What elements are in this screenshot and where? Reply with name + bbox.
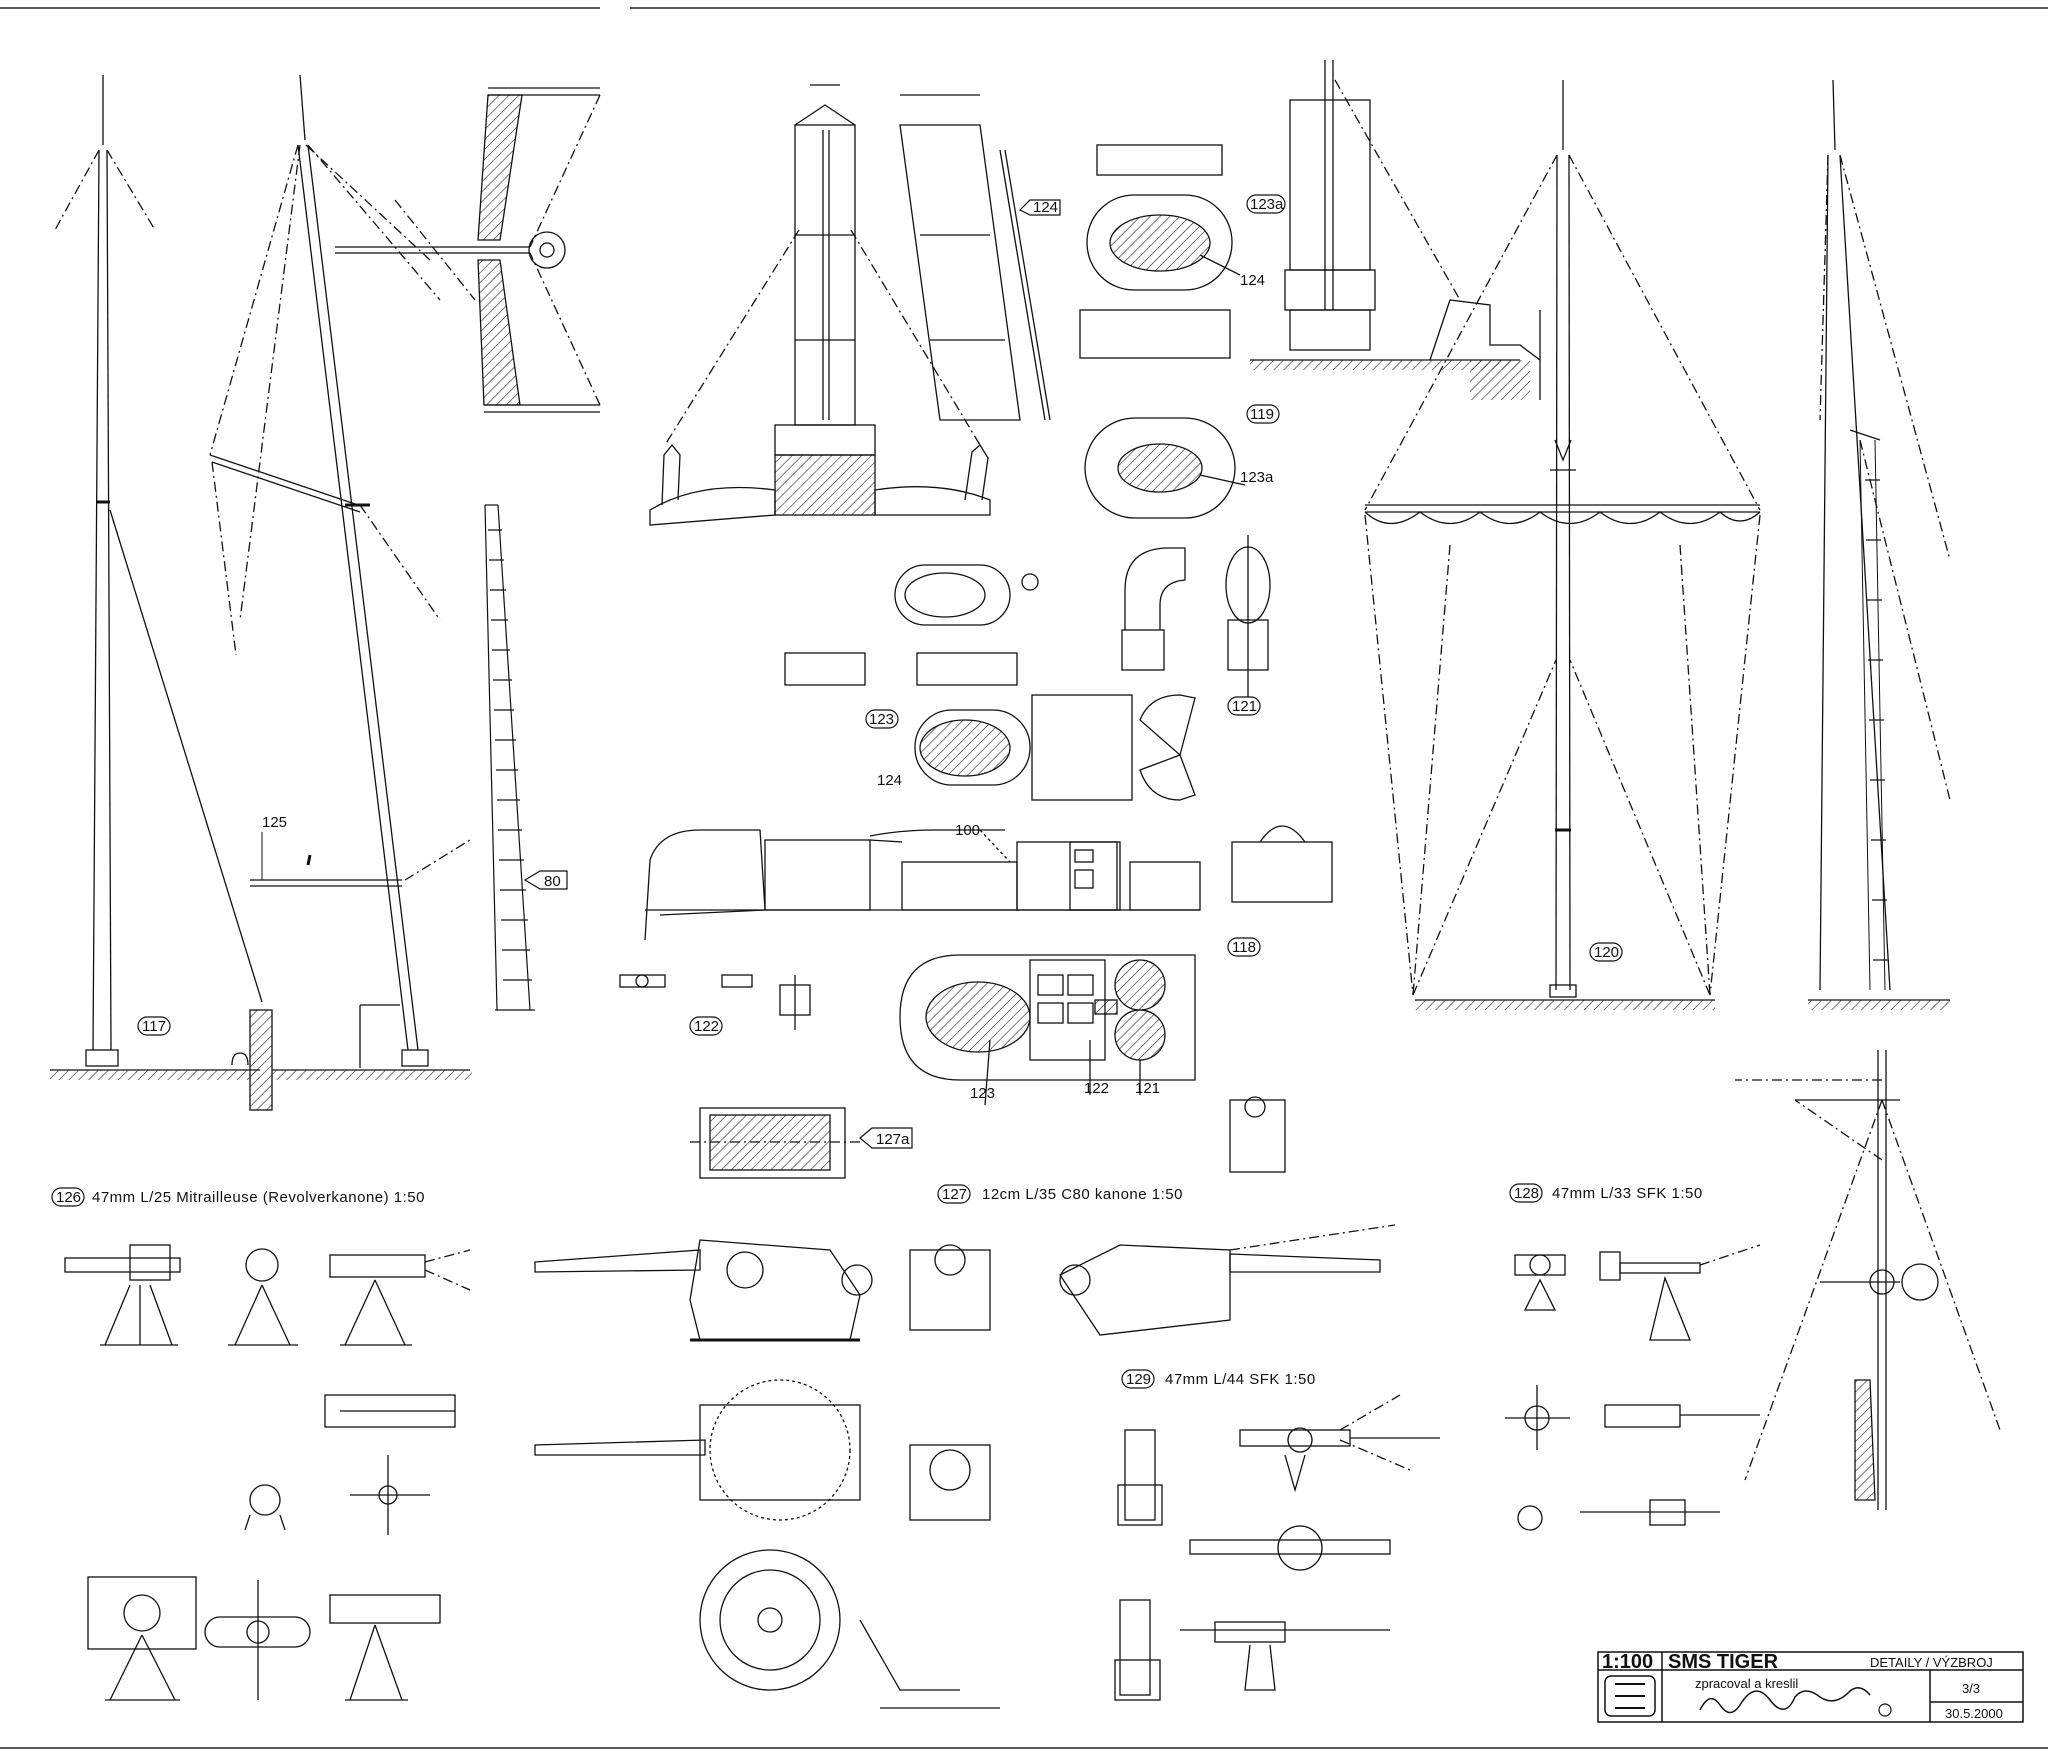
cowl-ventilators [1121,535,1271,705]
deckhouse-elevation [644,825,1333,941]
ref-123a-text-mid: 123a [1240,469,1274,486]
ref-80-text: 80 [544,873,561,890]
gun-126-views [64,1244,471,1701]
section-126-number: 126 [56,1189,81,1206]
hatch-group-123 [784,564,1196,801]
mast-side-far-right [1808,79,1951,1010]
vent-column-side [899,94,1051,421]
ref-123-text-a: 123 [869,711,894,728]
ref-100-text: 100 [955,822,980,839]
section-126-title: 47mm L/25 Mitrailleuse (Revolverkanone) … [92,1189,425,1206]
ref-120-badge: 120 [1589,942,1623,962]
author-signature [1699,1687,1871,1714]
gun-127-views [534,1224,1396,1709]
ref-80-tag: 80 [523,870,568,890]
lattice-mast [484,504,535,1011]
mainmast-with-derrick [209,74,471,1068]
ref-125-text: 125 [262,814,287,831]
ref-124-text-top: 124 [1033,199,1058,216]
title-date: 30.5.2000 [1945,1706,2003,1721]
gun-128-views [1505,1244,1761,1531]
ref-118-text: 118 [1232,939,1256,956]
ref-122-badge: 122 [689,1016,723,1036]
ref-124-text-low: 124 [877,772,902,789]
vent-column-front [649,84,991,526]
section-129-caption: 129 47mm L/44 SFK 1:50 [1121,1369,1316,1389]
deckhouse-plan [899,954,1196,1106]
ref-127a-tag: 127a [859,1127,913,1149]
ref-117-text: 117 [142,1018,166,1035]
ref-119-badge: 119 [1246,404,1280,424]
crane-jib-detail [335,87,601,413]
section-127-title: 12cm L/35 C80 kanone 1:50 [982,1186,1183,1203]
ref-118-badge: 118 [1227,937,1261,957]
section-128-caption: 128 47mm L/33 SFK 1:50 [1509,1183,1703,1203]
section-126-caption: 126 47mm L/25 Mitrailleuse (Revolverkano… [51,1187,425,1207]
gun-127a-plan [690,1096,1286,1179]
ref-123-badge: 123 [865,709,899,729]
ref-117-badge: 117 [137,1016,171,1036]
title-category: DETAILY / VÝZBROJ [1870,1655,1993,1670]
title-ship: SMS TIGER [1668,1651,1779,1673]
title-block [1597,1651,2024,1723]
ref-121-text-a: 121 [1232,698,1257,715]
hatch-details-top [1079,144,1246,519]
section-129-title: 47mm L/44 SFK 1:50 [1165,1371,1316,1388]
ref-122-text-a: 122 [694,1018,719,1035]
ref-123a-text-top: 123a [1250,196,1284,213]
ref-122-text-b: 122 [1084,1080,1109,1097]
section-127-number: 127 [942,1186,967,1203]
ref-124-tag-top: 124 [1018,199,1061,216]
ref-120-text: 120 [1594,944,1619,961]
copyright-mark [1878,1703,1892,1717]
section-129-number: 129 [1126,1371,1151,1388]
gun-129-views [1114,1394,1440,1701]
fittings-122 [619,974,811,1030]
ref-123-text-b: 123 [970,1085,995,1102]
section-127-caption: 127 12cm L/35 C80 kanone 1:50 [937,1184,1183,1204]
mast-bottom-right [1735,1050,2001,1510]
ref-121-text-b: 121 [1135,1080,1160,1097]
ref-119-text: 119 [1250,406,1274,423]
title-sheet: 3/3 [1962,1681,1980,1696]
mast-120-with-yard [1364,80,1761,1010]
section-128-number: 128 [1514,1185,1539,1202]
ref-121-badge: 121 [1227,696,1261,716]
ref-124-text-mid: 124 [1240,272,1265,289]
vent-column-elevation [1250,60,1541,400]
mast-117-drawing [50,75,472,1111]
ref-123a-badge-top: 123a [1246,194,1286,214]
title-scale: 1:100 [1602,1651,1653,1673]
title-credit: zpracoval a kreslil [1695,1676,1798,1691]
sheet-border [0,7,2048,1749]
section-128-title: 47mm L/33 SFK 1:50 [1552,1185,1703,1202]
ref-127a-text: 127a [876,1131,910,1148]
